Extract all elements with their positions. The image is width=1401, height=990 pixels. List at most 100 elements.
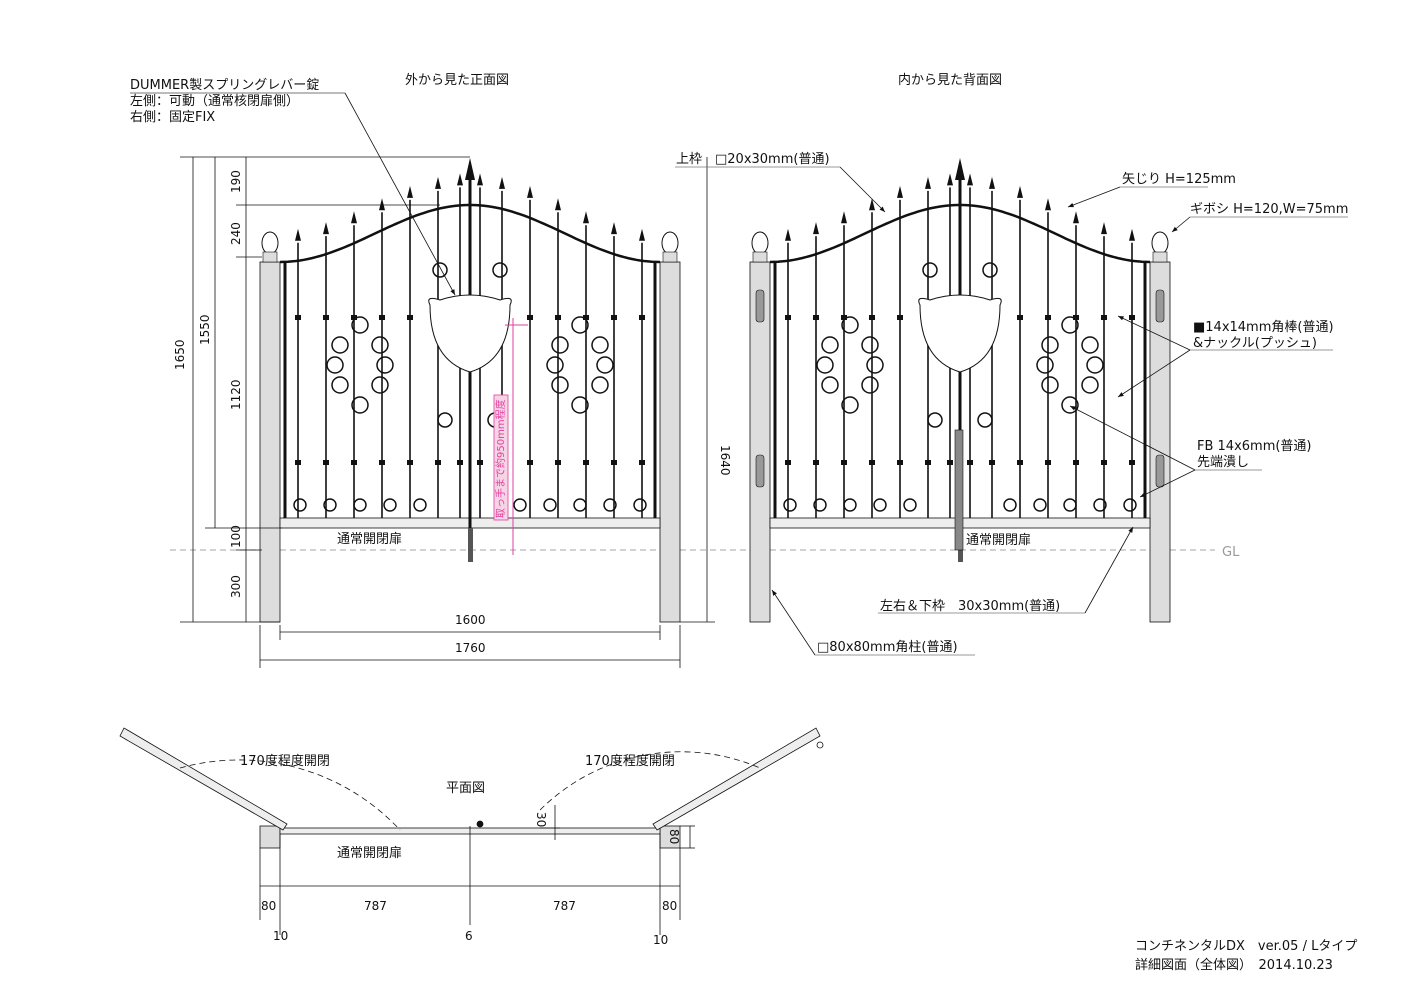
knuckle <box>1017 460 1023 465</box>
dim-right-80: 80 <box>662 899 677 913</box>
arrowhead-icon <box>841 211 847 224</box>
arrowhead-icon <box>947 173 953 186</box>
swing-left-label: 170度程度開閉 <box>240 753 330 769</box>
scroll-ornament <box>331 376 349 394</box>
knuckle <box>379 315 385 320</box>
dim-30: 30 <box>534 812 548 827</box>
scroll-ornament <box>437 412 453 428</box>
finial-base <box>262 251 278 263</box>
dim-80-vertical: 80 <box>667 829 681 844</box>
knuckle <box>841 460 847 465</box>
dim-left-10: 10 <box>273 929 288 943</box>
scroll-ornament <box>591 376 609 394</box>
knuckle <box>785 460 791 465</box>
scroll-ornament <box>1041 336 1059 354</box>
knuckle <box>583 460 589 465</box>
callout-finial: ギボシ H=120,W=75mm <box>1190 202 1348 217</box>
back-elevation <box>749 158 1171 623</box>
dim-left-787: 787 <box>364 899 387 913</box>
dim-right-10: 10 <box>653 933 668 947</box>
dim-190: 190 <box>229 170 243 193</box>
knuckle <box>477 460 483 465</box>
arrowhead-icon <box>499 176 505 189</box>
handle-height-note: 取っ手まで約950mm程度 <box>493 318 528 555</box>
scroll-ornament <box>351 316 369 334</box>
scroll-ornament <box>1063 498 1077 512</box>
knuckle <box>813 315 819 320</box>
front-dimensions <box>180 156 715 668</box>
knuckle <box>611 460 617 465</box>
scroll-ornament <box>571 396 589 414</box>
callout-side-frame: 左右＆下枠 30x30mm(普通) <box>880 599 1060 614</box>
arrowhead-icon <box>813 222 819 235</box>
knuckle <box>639 315 645 320</box>
knuckle <box>1073 315 1079 320</box>
hinge-icon <box>1155 289 1165 323</box>
arrowhead-icon <box>465 158 475 180</box>
knuckle <box>1073 460 1079 465</box>
title-block-line2: 詳細図面（全体図） 2014.10.23 <box>1135 957 1333 973</box>
scroll-ornament <box>843 498 857 512</box>
arrowhead-icon <box>967 173 973 186</box>
scroll-ornament <box>821 376 839 394</box>
dim-center-6: 6 <box>465 929 473 943</box>
scroll-ornament <box>873 498 887 512</box>
callout-bar-2: &ナックル(プッシュ) <box>1193 336 1317 351</box>
scroll-ornament <box>861 376 879 394</box>
knuckle <box>1129 460 1135 465</box>
knuckle <box>295 315 301 320</box>
callout-post: □80x80mm角柱(普通) <box>817 640 958 655</box>
knuckle <box>989 460 995 465</box>
post <box>659 261 681 623</box>
scroll-ornament <box>546 356 564 374</box>
knuckle <box>1101 460 1107 465</box>
knuckle <box>435 460 441 465</box>
lock-note-line1: DUMMER製スプリングレバー錠 <box>130 78 319 93</box>
scroll-ornament <box>977 412 993 428</box>
scroll-ornament <box>1123 498 1137 512</box>
knuckle <box>925 460 931 465</box>
arrowhead-icon <box>611 222 617 235</box>
hinge-icon <box>755 289 765 323</box>
scroll-ornament <box>1041 376 1059 394</box>
scroll-ornament <box>1081 336 1099 354</box>
scroll-ornament <box>866 356 884 374</box>
knuckle <box>869 460 875 465</box>
front-elevation <box>259 158 681 623</box>
scroll-ornament <box>371 376 389 394</box>
arrowhead-icon <box>477 173 483 186</box>
scroll-ornament <box>573 498 587 512</box>
knuckle <box>897 315 903 320</box>
scroll-ornament <box>861 336 879 354</box>
scroll-ornament <box>821 336 839 354</box>
knuckle <box>869 315 875 320</box>
scroll-ornament <box>571 316 589 334</box>
scroll-ornament <box>323 498 337 512</box>
knuckle <box>407 460 413 465</box>
arrowhead-icon <box>955 158 965 180</box>
plan-view-title: 平面図 <box>446 781 485 796</box>
scroll-ornament <box>371 336 389 354</box>
scroll-ornament <box>293 498 307 512</box>
arrowhead-icon <box>379 198 385 211</box>
finial-icon <box>751 231 769 255</box>
scroll-ornament <box>1003 498 1017 512</box>
dim-1760: 1760 <box>455 641 486 655</box>
front-door-label: 通常開閉扉 <box>337 531 402 547</box>
scroll-ornament <box>1086 356 1104 374</box>
arrowhead-icon <box>407 185 413 198</box>
scroll-ornament <box>596 356 614 374</box>
finial-icon <box>1151 231 1169 255</box>
post <box>259 261 281 623</box>
swing-right-label: 170度程度開閉 <box>585 753 675 769</box>
callout-arrowhead: 矢じり H=125mm <box>1122 172 1236 187</box>
scroll-ornament <box>816 356 834 374</box>
dim-right-787: 787 <box>553 899 576 913</box>
scroll-ornament <box>903 498 917 512</box>
scroll-ornament <box>841 316 859 334</box>
callout-fb-2: 先端潰し <box>1197 455 1249 470</box>
knuckle <box>527 460 533 465</box>
callout-bar-1: ■14x14mm角棒(普通) <box>1193 320 1334 335</box>
svg-text:取っ手まで約950mm程度: 取っ手まで約950mm程度 <box>494 399 507 518</box>
arrowhead-icon <box>457 173 463 186</box>
